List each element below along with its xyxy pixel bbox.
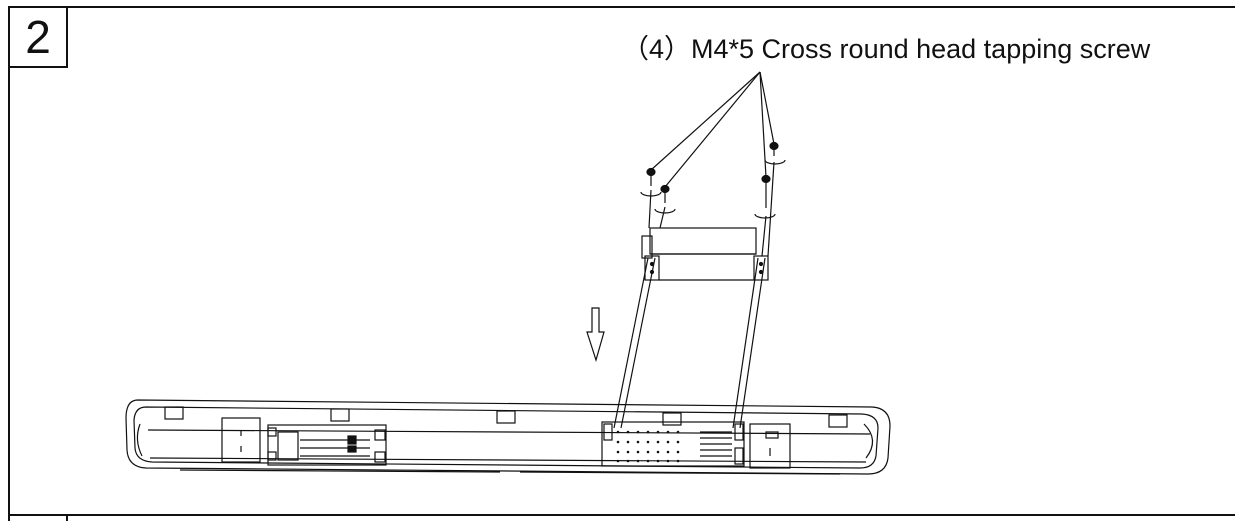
soundbar-body bbox=[125, 399, 891, 475]
alignment-lines bbox=[613, 161, 775, 429]
step-number: 2 bbox=[25, 11, 51, 63]
frame-bottom-border bbox=[8, 514, 1235, 516]
screw-icon bbox=[754, 174, 776, 219]
mounting-bracket bbox=[641, 227, 769, 281]
down-arrow-icon bbox=[586, 307, 605, 363]
step-number-box: 2 bbox=[8, 6, 68, 68]
screw-callout-label: （4）M4*5 Cross round head tapping screw bbox=[622, 34, 1151, 64]
screw-icon bbox=[764, 141, 786, 165]
diagram-frame bbox=[8, 6, 1235, 521]
screw-icon bbox=[654, 184, 676, 214]
frame-bottom-tick bbox=[66, 514, 68, 521]
callout-leader-lines bbox=[650, 71, 775, 188]
